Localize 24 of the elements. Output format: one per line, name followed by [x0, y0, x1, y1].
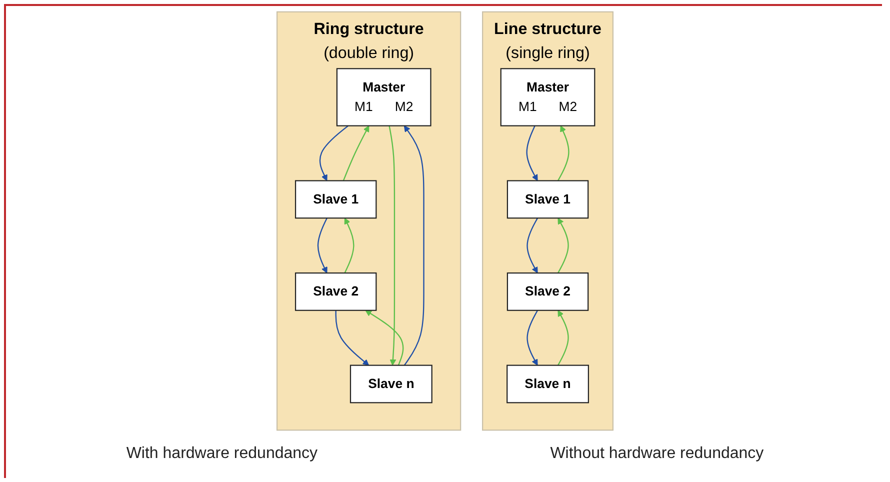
arrow [344, 218, 354, 274]
arrow [557, 310, 569, 366]
arrow [335, 310, 370, 366]
node-box: Slave 2 [506, 272, 589, 311]
arrow [317, 218, 328, 274]
arrow [526, 126, 538, 181]
node-box: Slave 1 [506, 180, 589, 219]
arrow [319, 125, 349, 181]
node-box: Slave n [506, 364, 589, 404]
caption-text: Without hardware redundancy [550, 445, 764, 463]
arrow [557, 218, 569, 274]
node-box: Slave 2 [294, 272, 377, 311]
arrow [526, 310, 538, 366]
node-box: Slave 1 [294, 180, 377, 219]
node-box: Master M1 M2 [500, 68, 596, 126]
caption-text: With hardware redundancy [126, 445, 318, 463]
arrow [388, 126, 396, 366]
arrow [557, 125, 570, 181]
arrow [404, 125, 424, 366]
arrow [365, 310, 404, 366]
node-box: Slave n [350, 364, 432, 404]
arrow [526, 218, 538, 274]
arrow [342, 125, 370, 181]
node-box: Master M1 M2 [336, 68, 432, 126]
